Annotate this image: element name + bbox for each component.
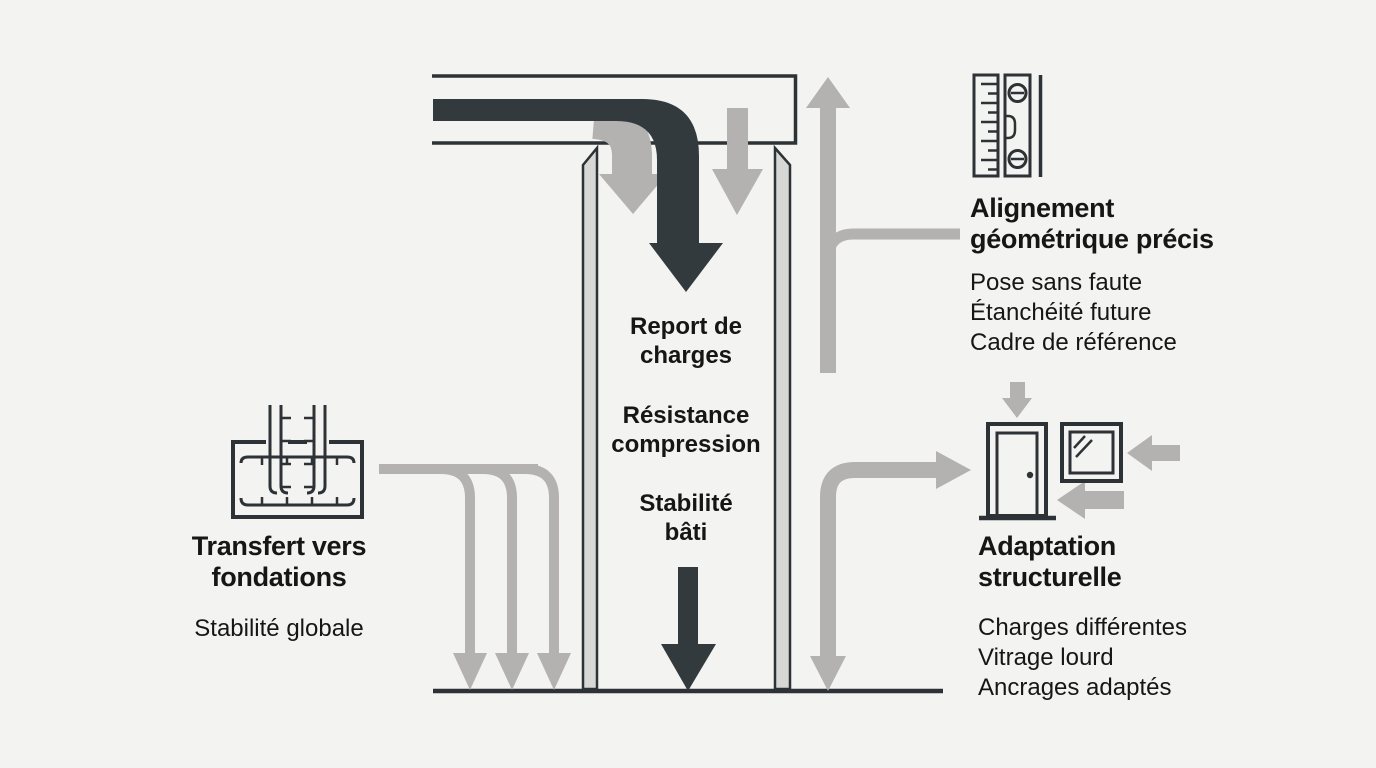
adaptation-note-title: Adaptation structurelle	[978, 531, 1122, 592]
alignment-note-title: Alignement géométrique précis	[970, 193, 1214, 254]
alignment-reference-arrow	[806, 77, 960, 373]
door-icon	[979, 422, 1056, 521]
adaptation-note: Adaptation structurelle Charges différen…	[978, 531, 1288, 703]
adaptation-note-item: Vitrage lourd	[978, 644, 1114, 671]
alignment-note-item: Pose sans faute	[970, 269, 1143, 296]
foundation-note-title: Transfert vers fondations	[191, 531, 367, 592]
door-knob	[1026, 471, 1034, 479]
column-right-flange	[773, 144, 792, 691]
foundation-note-list: Stabilité globale	[158, 614, 400, 644]
column-left-flange	[581, 144, 599, 691]
window-load-arrow-lower	[1057, 481, 1124, 519]
column-outline	[581, 144, 792, 691]
foundation-load-arrow	[661, 567, 716, 691]
adaptation-note-list: Charges différentes Vitrage lourd Ancrag…	[978, 613, 1288, 703]
beam-load-arrow-right	[712, 108, 763, 215]
window-icon	[1060, 422, 1123, 483]
foundation-note: Transfert vers fondations Stabilité glob…	[158, 531, 400, 644]
ruler-icon	[972, 73, 1000, 178]
adaptation-note-item: Charges différentes	[978, 614, 1188, 641]
alignment-note: Alignement géométrique précis Pose sans …	[970, 193, 1280, 358]
foundation-transfer-arrows	[379, 464, 571, 690]
column-label-resistance-compression: Résistance compression	[611, 402, 761, 458]
column-label-stabilite-bati: Stabilité bâti	[639, 490, 733, 546]
load-transfer-arrow	[433, 99, 723, 292]
alignment-note-item: Étanchéité future	[970, 299, 1152, 326]
adaptation-note-item: Ancrages adaptés	[978, 674, 1172, 701]
alignment-note-item: Cadre de référence	[970, 329, 1177, 356]
alignment-note-list: Pose sans faute Étanchéité future Cadre …	[970, 268, 1280, 358]
level-icon	[1003, 73, 1043, 178]
column-label-report-de-charges: Report de charges	[629, 313, 742, 369]
window-load-arrow-left	[1127, 435, 1180, 471]
foundation-note-item: Stabilité globale	[194, 615, 364, 642]
adaptation-branch-arrows	[810, 451, 971, 691]
door-load-arrow-down	[1002, 382, 1032, 418]
foundation-rebar-icon	[231, 405, 364, 519]
